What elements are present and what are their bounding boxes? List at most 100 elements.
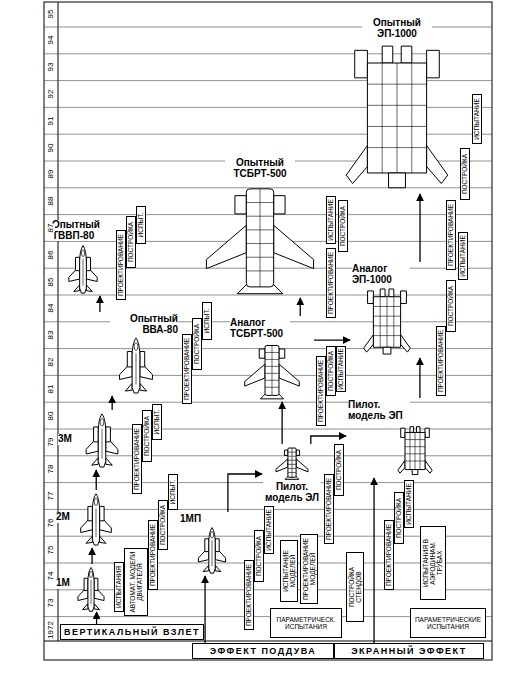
phase-bar: ПАРАМЕТРИЧЕСК. ИСПЫТАНИЯ: [270, 608, 342, 638]
node-text: ИСПЫТАНИЕ: [327, 198, 334, 242]
vehicle-figure: Пилот. модель ЭЛ: [262, 444, 323, 504]
year-label: 84: [47, 304, 55, 313]
flow-arrow: [373, 478, 374, 643]
vehicle-figure: 2М: [54, 490, 120, 548]
year-label: 79: [47, 438, 55, 447]
node-text: Аналог ТСБРТ-500: [230, 318, 290, 339]
year-label: 74: [47, 572, 55, 581]
vehicle-figure: Пилот. модель ЭП: [346, 398, 442, 478]
phase-bar: ИСПЫТАНИЕ: [404, 480, 414, 528]
vtol-figure: [81, 494, 112, 545]
node-text: ПРОЕКТИРОВАНИЕ: [149, 522, 156, 588]
phase-bar: ПРОЕКТИРОВАНИЕ: [148, 520, 158, 590]
node-text: ПОСТРОЙКА: [339, 202, 346, 250]
node-text: ПРОЕКТИРОВАНИЕ: [327, 250, 334, 316]
flow-arrow: [99, 296, 100, 312]
principle-band: ЭКРАННЫЙ ЭФФЕКТ: [334, 643, 484, 659]
year-label: 93: [47, 63, 55, 72]
node-text: ВЕРТИКАЛЬНЫЙ ВЗЛЕТ: [64, 627, 200, 637]
node-text: ИСПЫТ.: [137, 208, 144, 242]
node-text: ПРОЕКТИРОВАНИЕ МОДЕЛЕЙ: [302, 536, 316, 602]
phase-bar: ПРОЕКТИРОВАНИЕ МОДЕЛЕЙ: [300, 534, 318, 604]
phase-bar: ПРОЕКТИРОВАНИЕ: [446, 200, 456, 270]
flow-arrow: [96, 470, 97, 490]
vehicle-figure: 3М: [56, 410, 128, 470]
flow-arrow: [311, 436, 346, 444]
node-text: ИСПЫТАНИЕ: [337, 348, 344, 390]
vehicle-figure: 1М: [54, 564, 110, 612]
flow-arrow: [96, 612, 97, 624]
phase-bar: ПРОЕКТИРОВАНИЕ: [116, 230, 126, 300]
chart-frame: [44, 2, 492, 660]
year-label: 1972: [47, 621, 55, 639]
ekranoplan-figure: [364, 289, 411, 354]
node-text: ПОСТРОЙКА: [255, 532, 262, 580]
node-text: ПРОЕКТИРОВАНИЕ: [245, 562, 252, 628]
vehicle-figure: Аналог ТСБРТ-500: [228, 316, 314, 402]
phase-bar: ПРОЕКТИРОВАНИЕ: [316, 356, 326, 426]
flow-arrow: [314, 339, 350, 340]
phase-bar: ПОСТРОЙКА: [254, 530, 264, 582]
node-text: ПАРАМЕТРИЧЕСКИЕ ИСПЫТАНИЯ: [413, 616, 483, 630]
phase-bar: ИСПЫТ.: [152, 404, 162, 440]
transport-figure: [206, 189, 313, 294]
phase-bar: ПРОЕКТИРОВАНИЕ: [132, 424, 142, 494]
flow-arrow: [281, 402, 282, 444]
year-label: 85: [47, 277, 55, 286]
node-text: ПОСТРОЙКА СТЕНДОВ: [348, 554, 362, 620]
phase-bar: ИСПЫТАНИЕ: [472, 94, 482, 144]
node-text: Опытный ЭП-1000: [362, 18, 432, 39]
year-label: 90: [47, 143, 55, 152]
transport-figure: [276, 448, 308, 479]
node-text: ИСПЫТАНИЕ: [459, 234, 466, 278]
vehicle-figure: Опытный ТСБРТ-500: [196, 156, 324, 298]
phase-bar: ПРОЕКТИРОВАНИЕ: [384, 520, 394, 590]
vehicle-figure: Опытный ТВВП-80: [52, 218, 116, 296]
year-label: 95: [47, 9, 55, 18]
year-label: 78: [47, 465, 55, 474]
ekranoplan-figure: [398, 427, 432, 475]
node-text: ПРОЕКТИРОВАНИЕ: [183, 336, 190, 402]
phase-bar: ИСПЫТАНИЕ: [326, 196, 336, 244]
phase-bar: ПОСТРОЙКА: [334, 444, 344, 496]
phase-bar: ИСПЫТАНИЕ МОДЕЛЕЙ: [280, 540, 298, 602]
flow-arrow: [300, 298, 301, 316]
phase-bar: ПОСТРОЙКА: [142, 410, 152, 462]
node-text: Пилот. модель ЭП: [348, 400, 410, 421]
flow-arrow: [228, 474, 262, 512]
year-label: 76: [47, 518, 55, 527]
phase-bar: ИСПЫТАНИЕ: [264, 506, 274, 554]
node-text: Опытный ТВВП-80: [52, 220, 114, 241]
node-text: ПАРАМЕТРИЧЕСК. ИСПЫТАНИЯ: [273, 616, 339, 630]
year-label: 88: [47, 197, 55, 206]
year-label: 92: [47, 90, 55, 99]
phase-bar: ИСПЫТАНИЯ В АЭРОДИНАМ. ТРУБАХ: [420, 526, 446, 600]
year-label: 86: [47, 250, 55, 259]
base-line: [44, 641, 492, 642]
node-text: ИСПЫТАНИЕ: [473, 96, 480, 142]
node-text: ПРОЕКТИРОВАНИЕ: [117, 232, 124, 298]
flow-arrow: [204, 576, 205, 643]
node-text: ПРОЕКТИРОВАНИЕ: [317, 358, 324, 424]
year-label: 82: [47, 358, 55, 367]
vtol-figure: [86, 414, 118, 467]
phase-bar: ПРОЕКТИРОВАНИЕ: [324, 474, 334, 544]
phase-bar: ИСПЫТАНИЯ: [114, 562, 124, 612]
vtol-figure: [78, 568, 104, 612]
node-text: ЭФФЕКТ ПОДДУВА: [210, 646, 317, 656]
node-text: ЭКРАННЫЙ ЭФФЕКТ: [351, 646, 467, 656]
year-label: 77: [47, 492, 55, 501]
flow-arrow: [419, 194, 420, 262]
node-text: Пилот. модель ЭЛ: [263, 482, 321, 503]
node-text: 1МП: [180, 514, 210, 525]
vehicle-figure: Опытный ЭП-1000: [338, 16, 456, 194]
node-text: ПОСТРОЙКА: [127, 218, 134, 266]
flow-arrow: [91, 548, 92, 564]
vtol-figure: [69, 246, 97, 293]
node-text: ИСПЫТАНИЕ МОДЕЛЕЙ: [282, 542, 296, 600]
node-text: АВТОМАТ. МОДЕЛИ ДВИГАТЕЛЯ: [129, 550, 143, 614]
node-text: ПОСТРОЙКА: [193, 320, 200, 368]
phase-bar: ПОСТРОЙКА: [460, 148, 470, 200]
transport-figure: [245, 345, 300, 398]
